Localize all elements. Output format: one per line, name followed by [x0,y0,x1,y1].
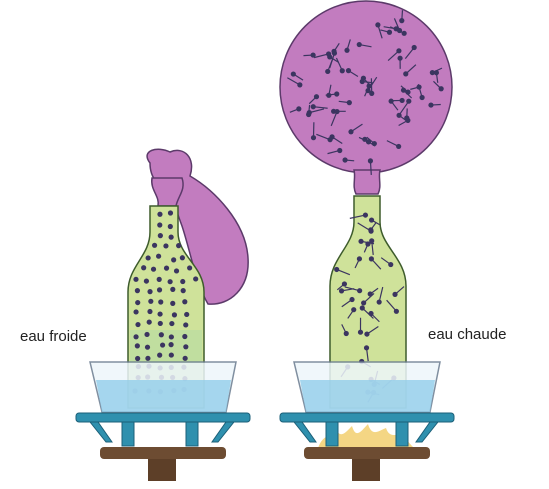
particle [135,288,140,293]
inflated-balloon [280,1,452,173]
particle [156,254,161,259]
particle [183,322,188,327]
particle [170,301,175,306]
particle [180,255,185,260]
particle [193,276,198,281]
particle [160,342,165,347]
particle [163,243,168,248]
stand-right [280,413,454,481]
particle [159,332,164,337]
particle [169,334,174,339]
particle [157,353,162,358]
balloon-knot [354,170,380,194]
particle [168,210,173,215]
particle [182,299,187,304]
particle [182,334,187,339]
particle [171,257,176,262]
particle [183,356,188,361]
particle [183,344,188,349]
particle [169,321,174,326]
particle [168,279,173,284]
hot-water-label: eau chaude [428,326,506,343]
particle [187,265,192,270]
particle [157,311,162,316]
particle [180,279,185,284]
particle [152,243,157,248]
particle [147,319,152,324]
particle [148,299,153,304]
particle [169,352,174,357]
particle [174,268,179,273]
particle [157,212,162,217]
particle [176,243,181,248]
particle [157,277,162,282]
stand-left [76,413,250,481]
cold-water [96,380,231,412]
particle [146,255,151,260]
particle [133,309,138,314]
cold-water-label: eau froide [20,328,87,345]
cold-water-setup [76,149,250,481]
particle [145,345,150,350]
particle [147,289,152,294]
particle [169,235,174,240]
particle [135,322,140,327]
particle [184,312,189,317]
particle [144,332,149,337]
hot-water-setup [280,1,454,481]
particle [144,278,149,283]
particle [181,288,186,293]
particle [170,287,175,292]
particle [158,233,163,238]
particle [168,342,173,347]
particle [135,343,140,348]
particle [168,224,173,229]
particle [133,334,138,339]
particle [158,299,163,304]
particle [141,265,146,270]
particle [151,267,156,272]
particle [147,309,152,314]
particle [157,287,162,292]
particle [133,277,138,282]
hot-water [300,380,435,412]
particle [158,321,163,326]
particle [172,312,177,317]
particle [164,266,169,271]
particle [145,356,150,361]
particle [135,300,140,305]
particle [135,356,140,361]
particle [157,222,162,227]
